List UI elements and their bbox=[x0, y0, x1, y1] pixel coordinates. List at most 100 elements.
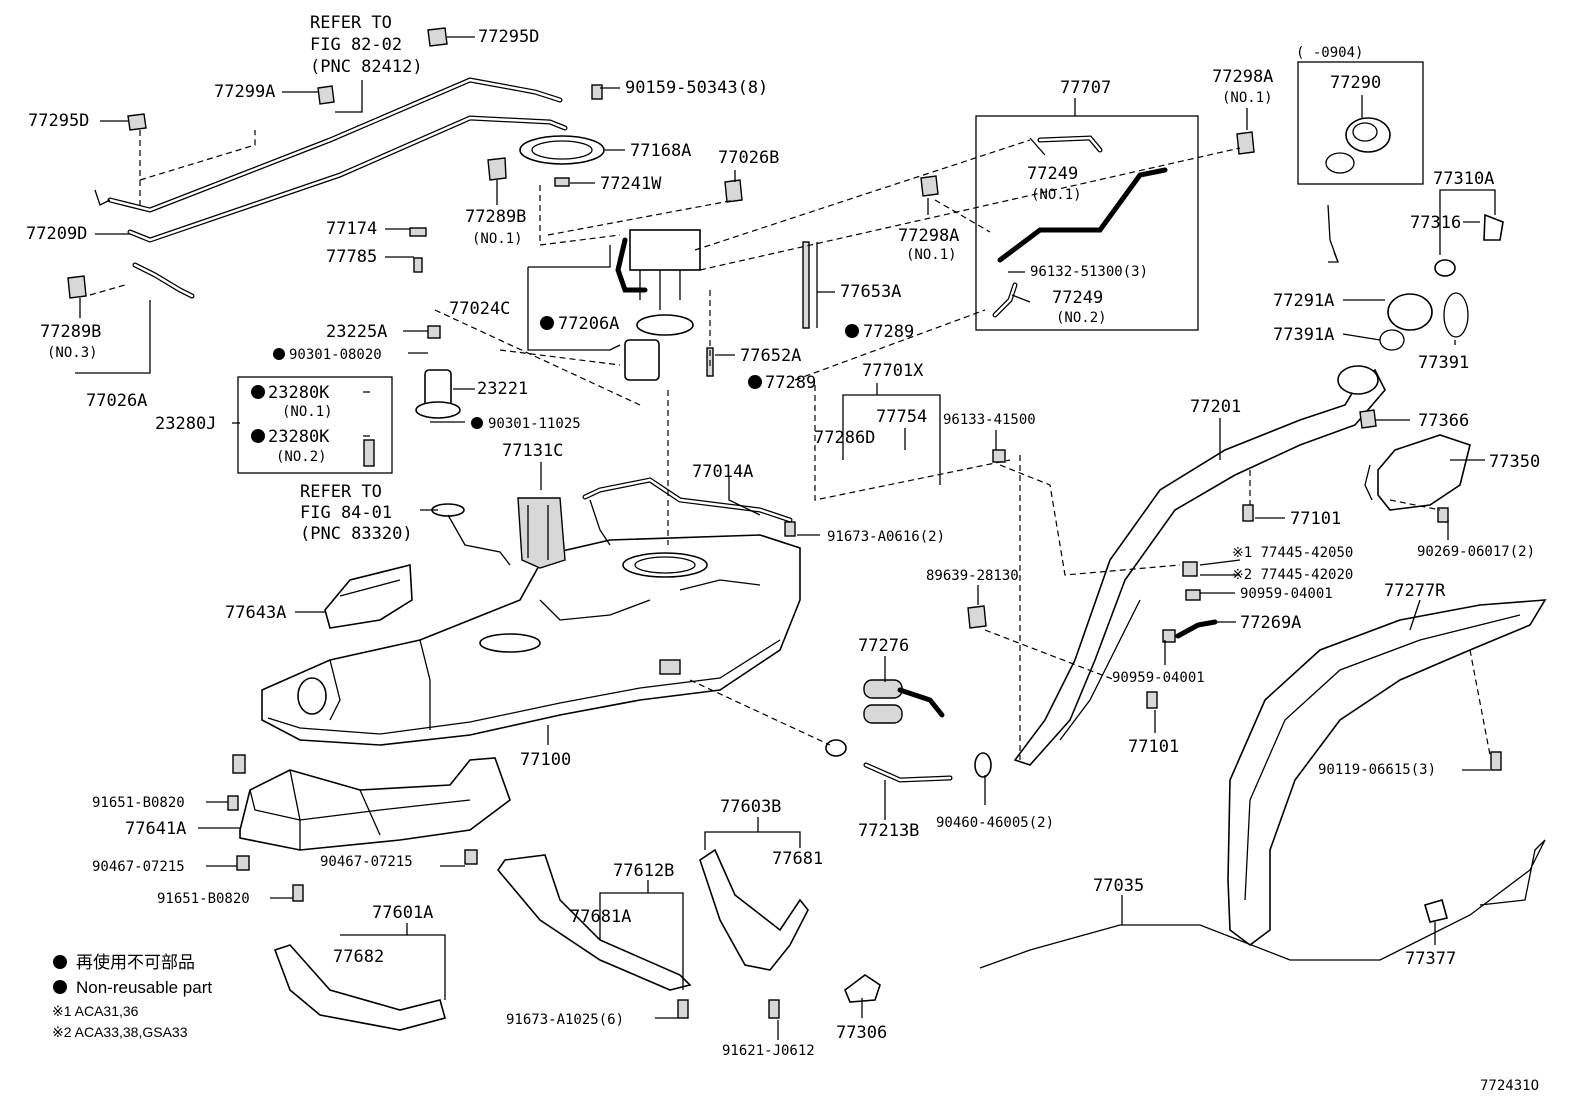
label-77603B: 77603B bbox=[720, 797, 781, 817]
legend-dot-en bbox=[53, 980, 67, 994]
label-90159-50343: 90159-50343(8) bbox=[625, 78, 768, 98]
label-77310A: 77310A bbox=[1433, 169, 1494, 189]
label-77100: 77100 bbox=[520, 750, 571, 770]
label-77445-42050: ※1 77445-42050 bbox=[1232, 545, 1353, 561]
label-refer-fig-82-line1: REFER TO bbox=[310, 13, 392, 33]
label-no1-c: (NO.1) bbox=[1031, 187, 1082, 203]
label-96132-51300: 96132-51300(3) bbox=[1030, 264, 1148, 280]
hose-77707-assembly bbox=[975, 115, 1199, 331]
label-90467-07215-b: 90467-07215 bbox=[320, 854, 413, 870]
label-77785: 77785 bbox=[326, 247, 377, 267]
label-77101-b: 77101 bbox=[1128, 737, 1179, 757]
label-77754: 77754 bbox=[876, 407, 927, 427]
legend-note-1: ※1 ACA31,36 bbox=[52, 1003, 139, 1019]
label-77035: 77035 bbox=[1093, 876, 1144, 896]
label-77295D-left: 77295D bbox=[28, 111, 89, 131]
non-reusable-dot bbox=[748, 375, 762, 389]
hoses-77276-77213B bbox=[825, 679, 992, 783]
label-23225A: 23225A bbox=[326, 322, 387, 342]
pump-bracket-77131C bbox=[517, 497, 566, 569]
label-91673-A0616: 91673-A0616(2) bbox=[827, 529, 945, 545]
label-23280J: 23280J bbox=[155, 414, 216, 434]
label-range-0904: ( -0904) bbox=[1296, 45, 1363, 61]
legend-non-reusable-jp: 再使用不可部品 bbox=[76, 952, 195, 972]
non-reusable-dot bbox=[273, 348, 285, 360]
label-90269-06017: 90269-06017(2) bbox=[1417, 544, 1535, 560]
label-77289-a: 77289 bbox=[863, 322, 914, 342]
label-23280K-no1: 23280K bbox=[268, 383, 330, 403]
tank-guard-77641A bbox=[239, 757, 511, 851]
label-89639-28130: 89639-28130 bbox=[926, 568, 1019, 584]
non-reusable-dot bbox=[251, 385, 265, 399]
label-96133-41500: 96133-41500 bbox=[943, 412, 1036, 428]
label-90959-04001-a: 90959-04001 bbox=[1240, 586, 1333, 602]
label-77682: 77682 bbox=[333, 947, 384, 967]
label-77206A: 77206A bbox=[558, 314, 619, 334]
leader-lines bbox=[75, 36, 1496, 1040]
label-77295D-top: 77295D bbox=[478, 27, 539, 47]
label-77601A: 77601A bbox=[372, 903, 433, 923]
legend-non-reusable-en: Non-reusable part bbox=[76, 978, 212, 997]
label-77391A: 77391A bbox=[1273, 325, 1334, 345]
label-23280K-no2: 23280K bbox=[268, 427, 330, 447]
label-77024C: 77024C bbox=[449, 299, 510, 319]
label-77641A: 77641A bbox=[125, 819, 186, 839]
label-77269A: 77269A bbox=[1240, 613, 1301, 633]
filter-23221 bbox=[415, 369, 461, 419]
label-77168A: 77168A bbox=[630, 141, 691, 161]
sender-gauge bbox=[431, 503, 511, 566]
label-refer-fig-84-line3: (PNC 83320) bbox=[300, 524, 413, 544]
label-77350: 77350 bbox=[1489, 452, 1540, 472]
fuel-pump-assembly bbox=[615, 229, 701, 381]
label-77316: 77316 bbox=[1410, 213, 1461, 233]
label-no1-e: (NO.1) bbox=[1222, 90, 1273, 106]
label-77306: 77306 bbox=[836, 1023, 887, 1043]
label-77366: 77366 bbox=[1418, 411, 1469, 431]
label-refer-fig-82-line3: (PNC 82412) bbox=[310, 57, 423, 77]
label-91621-J0612: 91621-J0612 bbox=[722, 1043, 815, 1059]
label-no2-b: (NO.2) bbox=[1056, 310, 1107, 326]
label-77289B-left: 77289B bbox=[40, 322, 101, 342]
label-refer-fig-82-line2: FIG 82-02 bbox=[310, 35, 402, 55]
label-77201: 77201 bbox=[1190, 397, 1241, 417]
label-77241W: 77241W bbox=[600, 174, 662, 194]
label-77289B-mid: 77289B bbox=[465, 207, 526, 227]
vent-tube-77014A bbox=[582, 477, 793, 523]
label-77249-no2: 77249 bbox=[1052, 288, 1103, 308]
label-77652A: 77652A bbox=[740, 346, 801, 366]
pump-gasket-77168A bbox=[519, 135, 605, 165]
label-77612B: 77612B bbox=[613, 861, 674, 881]
fuel-lines-upper bbox=[94, 77, 568, 299]
label-no2-a: (NO.2) bbox=[276, 449, 327, 465]
non-reusable-dot bbox=[251, 429, 265, 443]
label-77026B: 77026B bbox=[718, 148, 779, 168]
label-90467-07215-a: 90467-07215 bbox=[92, 859, 185, 875]
label-90460-46005: 90460-46005(2) bbox=[936, 815, 1054, 831]
label-77298A-top: 77298A bbox=[1212, 67, 1273, 87]
label-77209D: 77209D bbox=[26, 224, 87, 244]
fuel-tank-77100 bbox=[261, 534, 801, 746]
label-refer-fig-84-line2: FIG 84-01 bbox=[300, 503, 392, 523]
label-77377: 77377 bbox=[1405, 949, 1456, 969]
legend-note-2: ※2 ACA33,38,GSA33 bbox=[52, 1024, 188, 1040]
label-77249-no1: 77249 bbox=[1027, 164, 1078, 184]
non-reusable-dot bbox=[540, 316, 554, 330]
label-77014A: 77014A bbox=[692, 462, 753, 482]
tank-protector-77643A bbox=[324, 563, 413, 629]
legend: 再使用不可部品 Non-reusable part ※1 ACA31,36 ※2… bbox=[52, 952, 212, 1040]
legend-dot-jp bbox=[53, 955, 67, 969]
label-77643A: 77643A bbox=[225, 603, 286, 623]
label-no1-b: (NO.1) bbox=[282, 404, 333, 420]
label-23221: 23221 bbox=[477, 379, 528, 399]
label-no1-d: (NO.1) bbox=[906, 247, 957, 263]
label-91651-B0820-a: 91651-B0820 bbox=[92, 795, 185, 811]
label-90119-06615: 90119-06615(3) bbox=[1318, 762, 1436, 778]
label-77701X: 77701X bbox=[862, 361, 924, 381]
dashed-reference-lines bbox=[89, 130, 1491, 760]
label-91651-B0820-b: 91651-B0820 bbox=[157, 891, 250, 907]
label-no3: (NO.3) bbox=[47, 345, 98, 361]
label-77277R: 77277R bbox=[1384, 581, 1446, 601]
label-77653A: 77653A bbox=[840, 282, 901, 302]
fuel-cap-parts bbox=[1297, 61, 1504, 351]
